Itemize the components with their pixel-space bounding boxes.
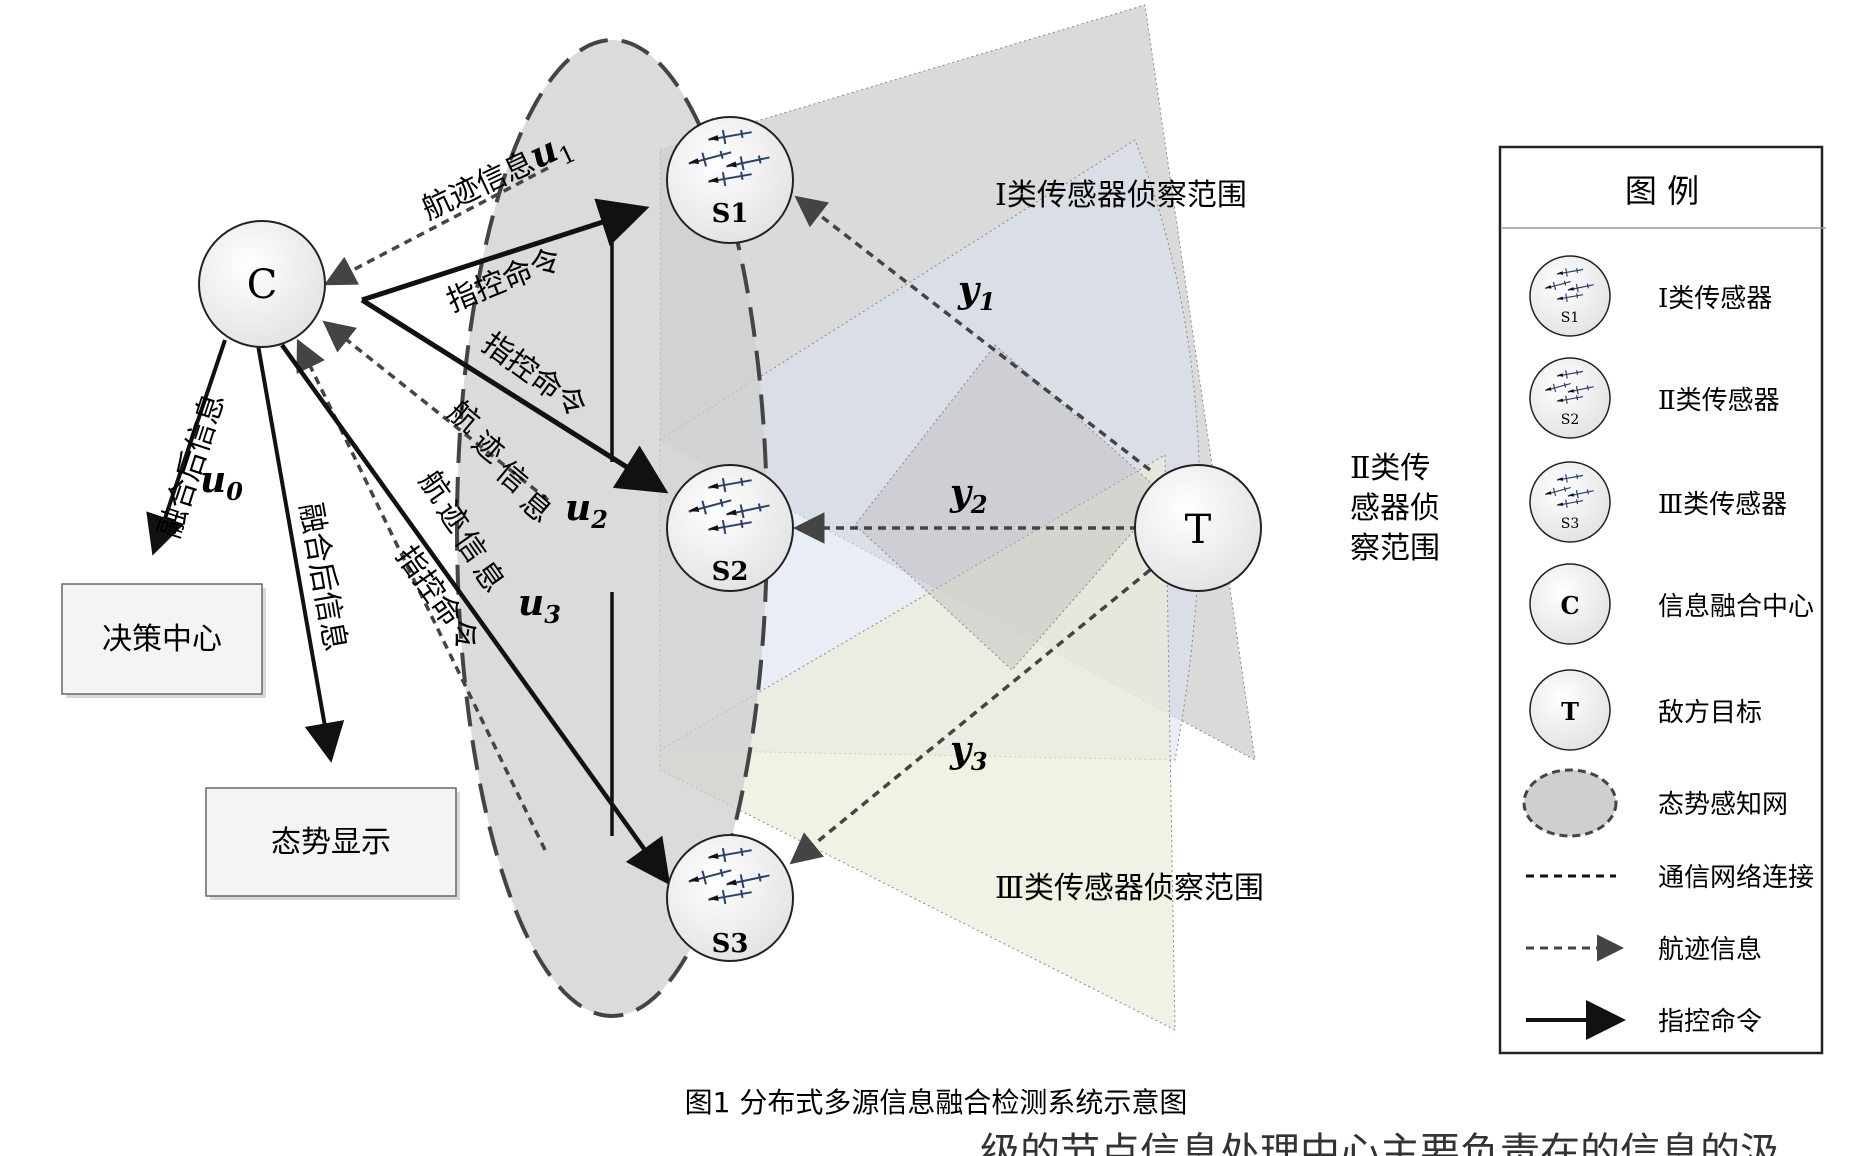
s1-label: S1 <box>712 199 749 229</box>
situation-display-box: 态势显示 <box>205 787 460 900</box>
range-type1-label: Ⅰ类传感器侦察范围 <box>995 178 1247 213</box>
legend-item-fusion-center: C 信息融合中心 <box>1529 563 1814 645</box>
y1-label: y1 <box>957 269 996 316</box>
legend-item-comm-link: 通信网络连接 <box>1526 863 1814 893</box>
legend-item-sensor-1: S1 Ⅰ类传感器 <box>1529 255 1772 337</box>
sensor-node-s1: S1 <box>666 116 794 244</box>
range-type2-label-line3: 察范围 <box>1350 531 1440 566</box>
range-type3 <box>659 454 1176 1031</box>
decision-center-box: 决策中心 <box>61 583 266 698</box>
target-diamond <box>854 344 1166 671</box>
range-type3-label: Ⅲ类传感器侦察范围 <box>995 871 1264 906</box>
y2-label: y2 <box>949 472 988 519</box>
svg-text:S1: S1 <box>1561 310 1580 326</box>
legend-item-target: T 敌方目标 <box>1529 669 1762 751</box>
situation-display-label: 态势显示 <box>271 825 391 860</box>
cmd-c-to-s3 <box>280 343 671 886</box>
range-type2-label-line1: Ⅱ类传 <box>1350 451 1430 486</box>
svg-text:S2: S2 <box>1561 412 1580 428</box>
cmd-c-to-s2 <box>360 297 669 494</box>
svg-text:信息融合中心: 信息融合中心 <box>1658 592 1814 622</box>
legend-item-command: 指控命令 <box>1526 1000 1762 1040</box>
y1-arrow <box>794 195 1152 472</box>
svg-text:T: T <box>1561 697 1579 726</box>
fused-to-display <box>256 344 345 763</box>
fused-display-label: 融合后信息 <box>292 500 353 654</box>
svg-text:Ⅱ类传感器: Ⅱ类传感器 <box>1658 386 1780 416</box>
svg-text:态势感知网: 态势感知网 <box>1658 790 1788 820</box>
svg-text:C: C <box>1560 591 1579 620</box>
svg-text:u2: u2 <box>565 487 608 534</box>
svg-text:航迹信息: 航迹信息 <box>1658 935 1762 965</box>
s2-label: S2 <box>712 557 749 587</box>
fusion-center-node: C <box>198 220 326 348</box>
range-type2-label-line2: 感器侦 <box>1350 491 1440 526</box>
legend-item-sensor-3: S3 Ⅲ类传感器 <box>1529 461 1787 543</box>
y3-label: y3 <box>949 729 988 776</box>
c-label: C <box>247 262 278 308</box>
t-label: T <box>1185 507 1212 553</box>
svg-text:指控命令: 指控命令 <box>1658 1007 1762 1037</box>
svg-text:Ⅰ类传感器: Ⅰ类传感器 <box>1658 284 1772 314</box>
cmd-c-to-s1 <box>361 198 650 303</box>
svg-text:u3: u3 <box>518 582 561 629</box>
svg-text:Ⅲ类传感器: Ⅲ类传感器 <box>1658 490 1787 520</box>
s3-label: S3 <box>712 929 749 959</box>
svg-text:S3: S3 <box>1561 516 1580 532</box>
decision-center-label: 决策中心 <box>102 622 222 657</box>
legend-item-network: 态势感知网 <box>1522 768 1788 838</box>
target-node: T <box>1134 464 1262 592</box>
sensor-node-s2: S2 <box>666 464 794 592</box>
sensor-node-s3: S3 <box>666 834 794 962</box>
legend-item-sensor-2: S2 Ⅱ类传感器 <box>1529 357 1780 439</box>
y3-arrow <box>789 568 1152 865</box>
fused-to-decision <box>146 339 227 556</box>
u0-symbol: u0 <box>200 459 243 506</box>
figure-caption: 图1 分布式多源信息融合检测系统示意图 <box>685 1086 1188 1119</box>
legend-title: 图 例 <box>1625 172 1699 210</box>
body-text-fragment: 级的节点信息处理中心主要负责在的信息的汲 <box>980 1130 1780 1156</box>
svg-text:敌方目标: 敌方目标 <box>1658 698 1762 728</box>
legend: 图 例 S1 Ⅰ类传感器 S2 Ⅱ类传感器 S3 Ⅲ类传感器 C 信息融合中心 … <box>1498 145 1826 1055</box>
legend-item-track-info: 航迹信息 <box>1526 934 1762 965</box>
svg-text:通信网络连接: 通信网络连接 <box>1658 863 1814 893</box>
track-s2-to-c <box>322 320 550 502</box>
